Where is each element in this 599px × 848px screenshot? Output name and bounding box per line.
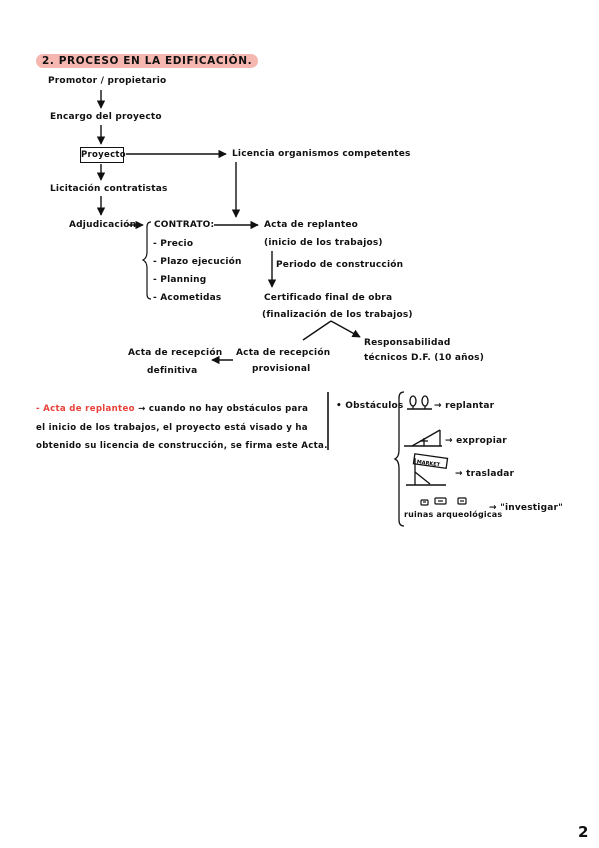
- flow-recepcion-provisional: Acta de recepción: [236, 348, 331, 358]
- trees-icon: [407, 395, 432, 410]
- flow-inicio-trabajos: (inicio de los trabajos): [264, 238, 383, 248]
- flow-acta-replanteo: Acta de replanteo: [264, 220, 359, 230]
- flow-responsabilidad: Responsabilidad: [364, 338, 451, 348]
- obstacles-brace: [393, 391, 405, 527]
- ruins-icon: [420, 497, 467, 506]
- acta-note: - Acta de replanteo → cuando no hay obst…: [36, 400, 328, 456]
- obstacle-action-trasladar: → trasladar: [455, 469, 515, 479]
- flow-adjudicacion: Adjudicación: [69, 220, 137, 230]
- acta-note-line2: el inicio de los trabajos, el proyecto e…: [36, 422, 308, 433]
- acta-note-highlight: - Acta de replanteo: [36, 404, 135, 414]
- contrato-item: - Precio: [153, 239, 194, 249]
- flow-recepcion-definitiva-2: definitiva: [147, 366, 198, 376]
- flow-promotor: Promotor / propietario: [48, 76, 167, 86]
- billboard-text: MARKET: [416, 459, 441, 468]
- flow-periodo: Periodo de construcción: [276, 260, 404, 270]
- contrato-item: - Plazo ejecución: [153, 257, 242, 267]
- flow-responsabilidad-2: técnicos D.F. (10 años): [364, 353, 485, 363]
- acta-note-line3: obtenido su licencia de construcción, se…: [36, 441, 328, 451]
- page-number: 2: [578, 823, 589, 841]
- flow-recepcion-provisional-2: provisional: [252, 364, 311, 374]
- house-icon: [404, 429, 442, 447]
- branch-left: [302, 320, 332, 341]
- contrato-brace: [141, 221, 152, 300]
- flow-recepcion-definitiva: Acta de recepción: [128, 348, 223, 358]
- flow-proyecto-box: Proyecto: [80, 147, 126, 163]
- obstacle-action-expropiar: → expropiar: [445, 436, 507, 446]
- flow-encargo: Encargo del proyecto: [50, 112, 162, 122]
- obstacle-caption-ruinas: ruinas arqueológicas: [404, 510, 503, 519]
- billboard-icon: [406, 453, 449, 486]
- contrato-item: - Planning: [153, 275, 207, 285]
- flow-finalizacion: (finalización de los trabajos): [262, 310, 413, 320]
- acta-note-line1: → cuando no hay obstáculos para: [134, 404, 309, 414]
- section-title: 2. PROCESO EN LA EDIFICACIÓN.: [36, 54, 259, 68]
- obstacles-label: • Obstáculos: [336, 401, 404, 411]
- obstacle-action-investigar: → "investigar": [489, 503, 564, 513]
- flow-licitacion: Licitación contratistas: [50, 184, 168, 194]
- contrato-item: - Acometidas: [153, 293, 222, 303]
- flow-certificado: Certificado final de obra: [264, 293, 393, 303]
- branch-right: [330, 320, 361, 338]
- obstacle-action-replantar: → replantar: [434, 401, 495, 411]
- flow-licencia: Licencia organismos competentes: [232, 149, 411, 159]
- contrato-heading: CONTRATO:: [154, 220, 215, 230]
